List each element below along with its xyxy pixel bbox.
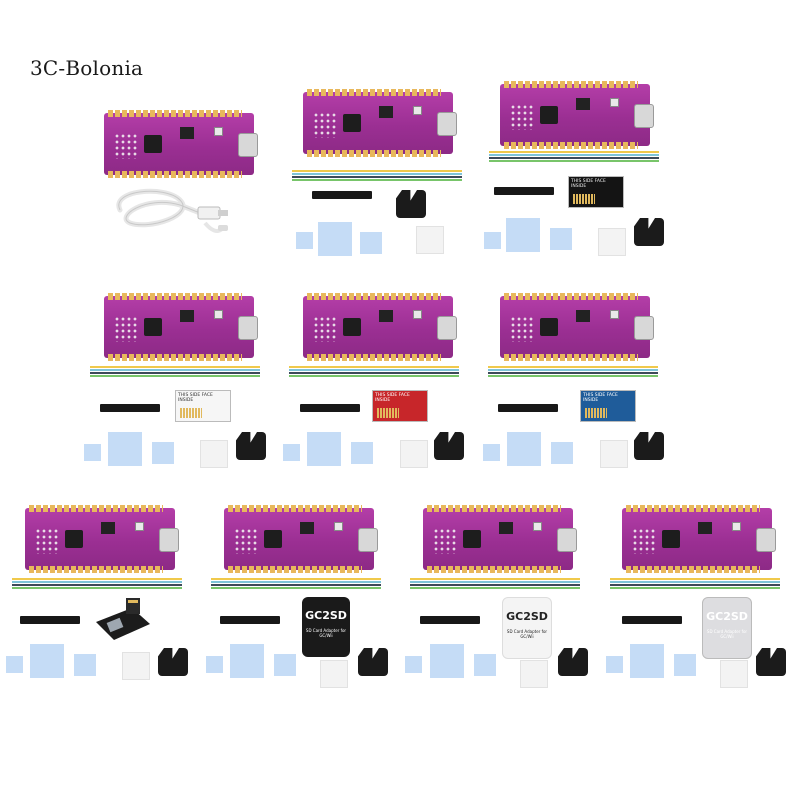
thermal-pad-icon xyxy=(108,432,142,466)
gc2sd-adapter-clear: GC2SD SD Card Adapter for GC/Wii xyxy=(702,597,752,659)
stand-icon xyxy=(756,648,786,676)
thermal-pad-icon xyxy=(483,444,500,461)
stand-icon xyxy=(396,190,426,218)
pad-square-icon xyxy=(400,440,428,468)
thermal-pad-icon xyxy=(318,222,352,256)
thermal-pad-icon xyxy=(84,444,101,461)
pin-header-icon xyxy=(100,404,160,412)
pad-square-icon xyxy=(720,660,748,688)
sd-brand-label: GC2SD xyxy=(706,610,748,623)
sd-adapter-white: THIS SIDE FACE INSIDE xyxy=(175,390,231,422)
board-image xyxy=(500,293,654,361)
pin-header-icon xyxy=(312,191,372,199)
wire-set-icon xyxy=(610,578,780,591)
board-image xyxy=(104,110,258,178)
adapter-label: THIS SIDE FACE INSIDE xyxy=(571,179,606,189)
sd-adapter-black: THIS SIDE FACE INSIDE xyxy=(568,176,624,208)
pin-header-icon xyxy=(20,616,80,624)
pin-header-icon xyxy=(300,404,360,412)
pad-square-icon xyxy=(600,440,628,468)
board-image xyxy=(303,89,457,157)
thermal-pad-icon xyxy=(274,654,296,676)
board-image xyxy=(224,505,378,573)
thermal-pad-icon xyxy=(30,644,64,678)
pad-square-icon xyxy=(122,652,150,680)
pin-header-icon xyxy=(220,616,280,624)
thermal-pad-icon xyxy=(430,644,464,678)
sd-adapter-red: THIS SIDE FACE INSIDE xyxy=(372,390,428,422)
wire-set-icon xyxy=(90,366,260,379)
gc2sd-adapter-black: GC2SD SD Card Adapter for GC/Wii xyxy=(302,597,350,657)
sd-subtext: SD Card Adapter for GC/Wii xyxy=(706,629,748,639)
thermal-pad-icon xyxy=(74,654,96,676)
wire-set-icon xyxy=(12,578,182,591)
stand-icon xyxy=(358,648,388,676)
thermal-pad-icon xyxy=(307,432,341,466)
thermal-pad-icon xyxy=(506,218,540,252)
pad-square-icon xyxy=(320,660,348,688)
sd-subtext: SD Card Adapter for GC/Wii xyxy=(506,629,548,639)
sd-brand-label: GC2SD xyxy=(506,610,548,623)
stand-icon xyxy=(236,432,266,460)
thermal-pad-icon xyxy=(474,654,496,676)
wire-set-icon xyxy=(488,366,658,379)
thermal-pad-icon xyxy=(484,232,501,249)
stand-icon xyxy=(158,648,188,676)
pin-header-icon xyxy=(494,187,554,195)
thermal-pad-icon xyxy=(551,442,573,464)
board-image xyxy=(104,293,258,361)
board-image xyxy=(303,293,457,361)
stand-icon xyxy=(634,218,664,246)
pad-square-icon xyxy=(520,660,548,688)
adapter-label: THIS SIDE FACE INSIDE xyxy=(375,393,410,403)
wire-set-icon xyxy=(292,170,462,183)
thermal-pad-icon xyxy=(351,442,373,464)
pin-header-icon xyxy=(498,404,558,412)
thermal-pad-icon xyxy=(674,654,696,676)
thermal-pad-icon xyxy=(296,232,313,249)
wire-set-icon xyxy=(489,151,659,164)
adapter-label: THIS SIDE FACE INSIDE xyxy=(178,393,213,403)
stand-icon xyxy=(434,432,464,460)
board-image xyxy=(423,505,577,573)
thermal-pad-icon xyxy=(6,656,23,673)
thermal-pad-icon xyxy=(507,432,541,466)
gc2sd-adapter-white: GC2SD SD Card Adapter for GC/Wii xyxy=(502,597,552,659)
board-image xyxy=(500,81,654,149)
thermal-pad-icon xyxy=(360,232,382,254)
sd-slot-board-icon xyxy=(96,598,150,640)
thermal-pad-icon xyxy=(230,644,264,678)
sd-subtext: SD Card Adapter for GC/Wii xyxy=(305,628,347,638)
pin-header-icon xyxy=(420,616,480,624)
sd-adapter-blue: THIS SIDE FACE INSIDE xyxy=(580,390,636,422)
thermal-pad-icon xyxy=(405,656,422,673)
thermal-pad-icon xyxy=(152,442,174,464)
thermal-pad-icon xyxy=(630,644,664,678)
wire-set-icon xyxy=(211,578,381,591)
stand-icon xyxy=(558,648,588,676)
watermark-text: 3C-Bolonia xyxy=(30,56,144,80)
adapter-label: THIS SIDE FACE INSIDE xyxy=(583,393,618,403)
sd-brand-label: GC2SD xyxy=(305,609,347,622)
thermal-pad-icon xyxy=(606,656,623,673)
pad-square-icon xyxy=(598,228,626,256)
thermal-pad-icon xyxy=(206,656,223,673)
pin-header-icon xyxy=(622,616,682,624)
wire-set-icon xyxy=(410,578,580,591)
pad-square-icon xyxy=(416,226,444,254)
pad-square-icon xyxy=(200,440,228,468)
thermal-pad-icon xyxy=(550,228,572,250)
board-image xyxy=(25,505,179,573)
thermal-pad-icon xyxy=(283,444,300,461)
stand-icon xyxy=(634,432,664,460)
board-image xyxy=(622,505,776,573)
wire-set-icon xyxy=(289,366,459,379)
usb-cable-icon xyxy=(116,188,228,233)
